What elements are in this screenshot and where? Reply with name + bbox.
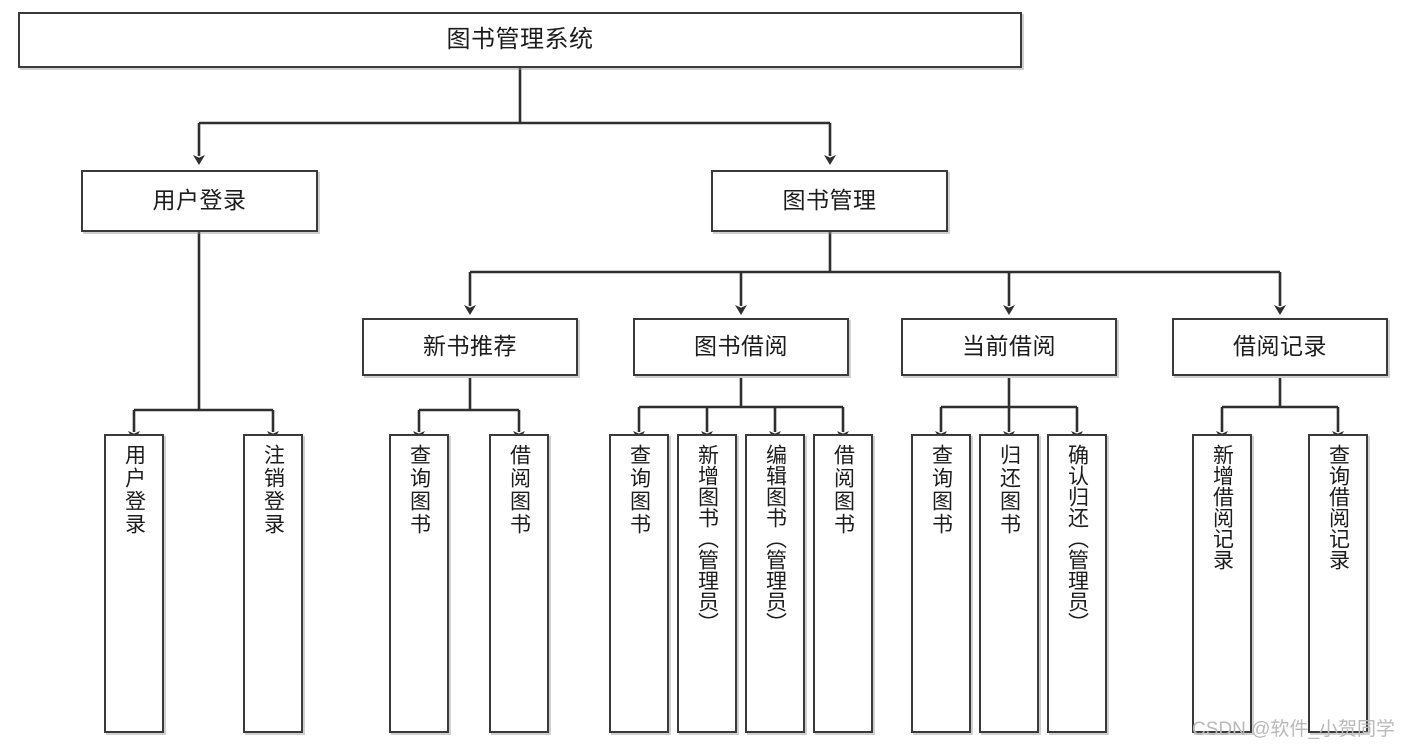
node-label: 确认归还（管理员） (1065, 444, 1089, 633)
leaf-logout[interactable]: 注销登录 (243, 434, 303, 733)
leaf-edit-book-admin[interactable]: 编辑图书（管理员） (745, 434, 805, 733)
leaf-return-book[interactable]: 归还图书 (979, 434, 1039, 733)
leaf-borrow-book-recommend[interactable]: 借阅图书 (489, 434, 549, 733)
node-label: 用户登录 (122, 444, 146, 536)
node-label: 图书借阅 (694, 333, 788, 360)
node-label: 查询图书 (929, 444, 953, 536)
node-label: 归还图书 (997, 444, 1021, 536)
leaf-query-book-borrow[interactable]: 查询图书 (609, 434, 669, 733)
node-label: 注销登录 (261, 444, 285, 536)
node-borrow-record[interactable]: 借阅记录 (1172, 318, 1388, 376)
node-label: 图书管理 (782, 187, 877, 214)
node-new-book-recommend[interactable]: 新书推荐 (362, 318, 578, 376)
node-user-login[interactable]: 用户登录 (81, 170, 318, 232)
node-label: 查询借阅记录 (1326, 444, 1350, 570)
node-root-system[interactable]: 图书管理系统 (18, 12, 1022, 68)
leaf-add-book-admin[interactable]: 新增图书（管理员） (677, 434, 737, 733)
node-label: 借阅图书 (831, 444, 855, 536)
leaf-user-login[interactable]: 用户登录 (104, 434, 164, 733)
node-label: 借阅记录 (1233, 333, 1327, 360)
leaf-query-borrow-record[interactable]: 查询借阅记录 (1308, 434, 1368, 733)
node-label: 新书推荐 (423, 333, 517, 360)
node-current-borrow[interactable]: 当前借阅 (901, 318, 1117, 376)
node-label: 当前借阅 (962, 333, 1056, 360)
leaf-query-book-current[interactable]: 查询图书 (911, 434, 971, 733)
leaf-add-borrow-record[interactable]: 新增借阅记录 (1192, 434, 1252, 733)
leaf-query-book-recommend[interactable]: 查询图书 (389, 434, 449, 733)
node-label: 用户登录 (152, 187, 247, 214)
node-label: 借阅图书 (507, 444, 531, 536)
node-label: 查询图书 (627, 444, 651, 536)
leaf-confirm-return-admin[interactable]: 确认归还（管理员） (1047, 434, 1107, 733)
watermark-text: CSDN @软件_小贺同学 (1192, 719, 1395, 740)
node-label: 图书管理系统 (446, 25, 594, 53)
leaf-borrow-book[interactable]: 借阅图书 (813, 434, 873, 733)
node-label: 新增借阅记录 (1210, 444, 1234, 570)
node-label: 编辑图书（管理员） (763, 444, 787, 633)
node-book-management[interactable]: 图书管理 (711, 170, 948, 232)
node-label: 新增图书（管理员） (695, 444, 719, 633)
node-book-borrow[interactable]: 图书借阅 (633, 318, 849, 376)
node-label: 查询图书 (407, 444, 431, 536)
